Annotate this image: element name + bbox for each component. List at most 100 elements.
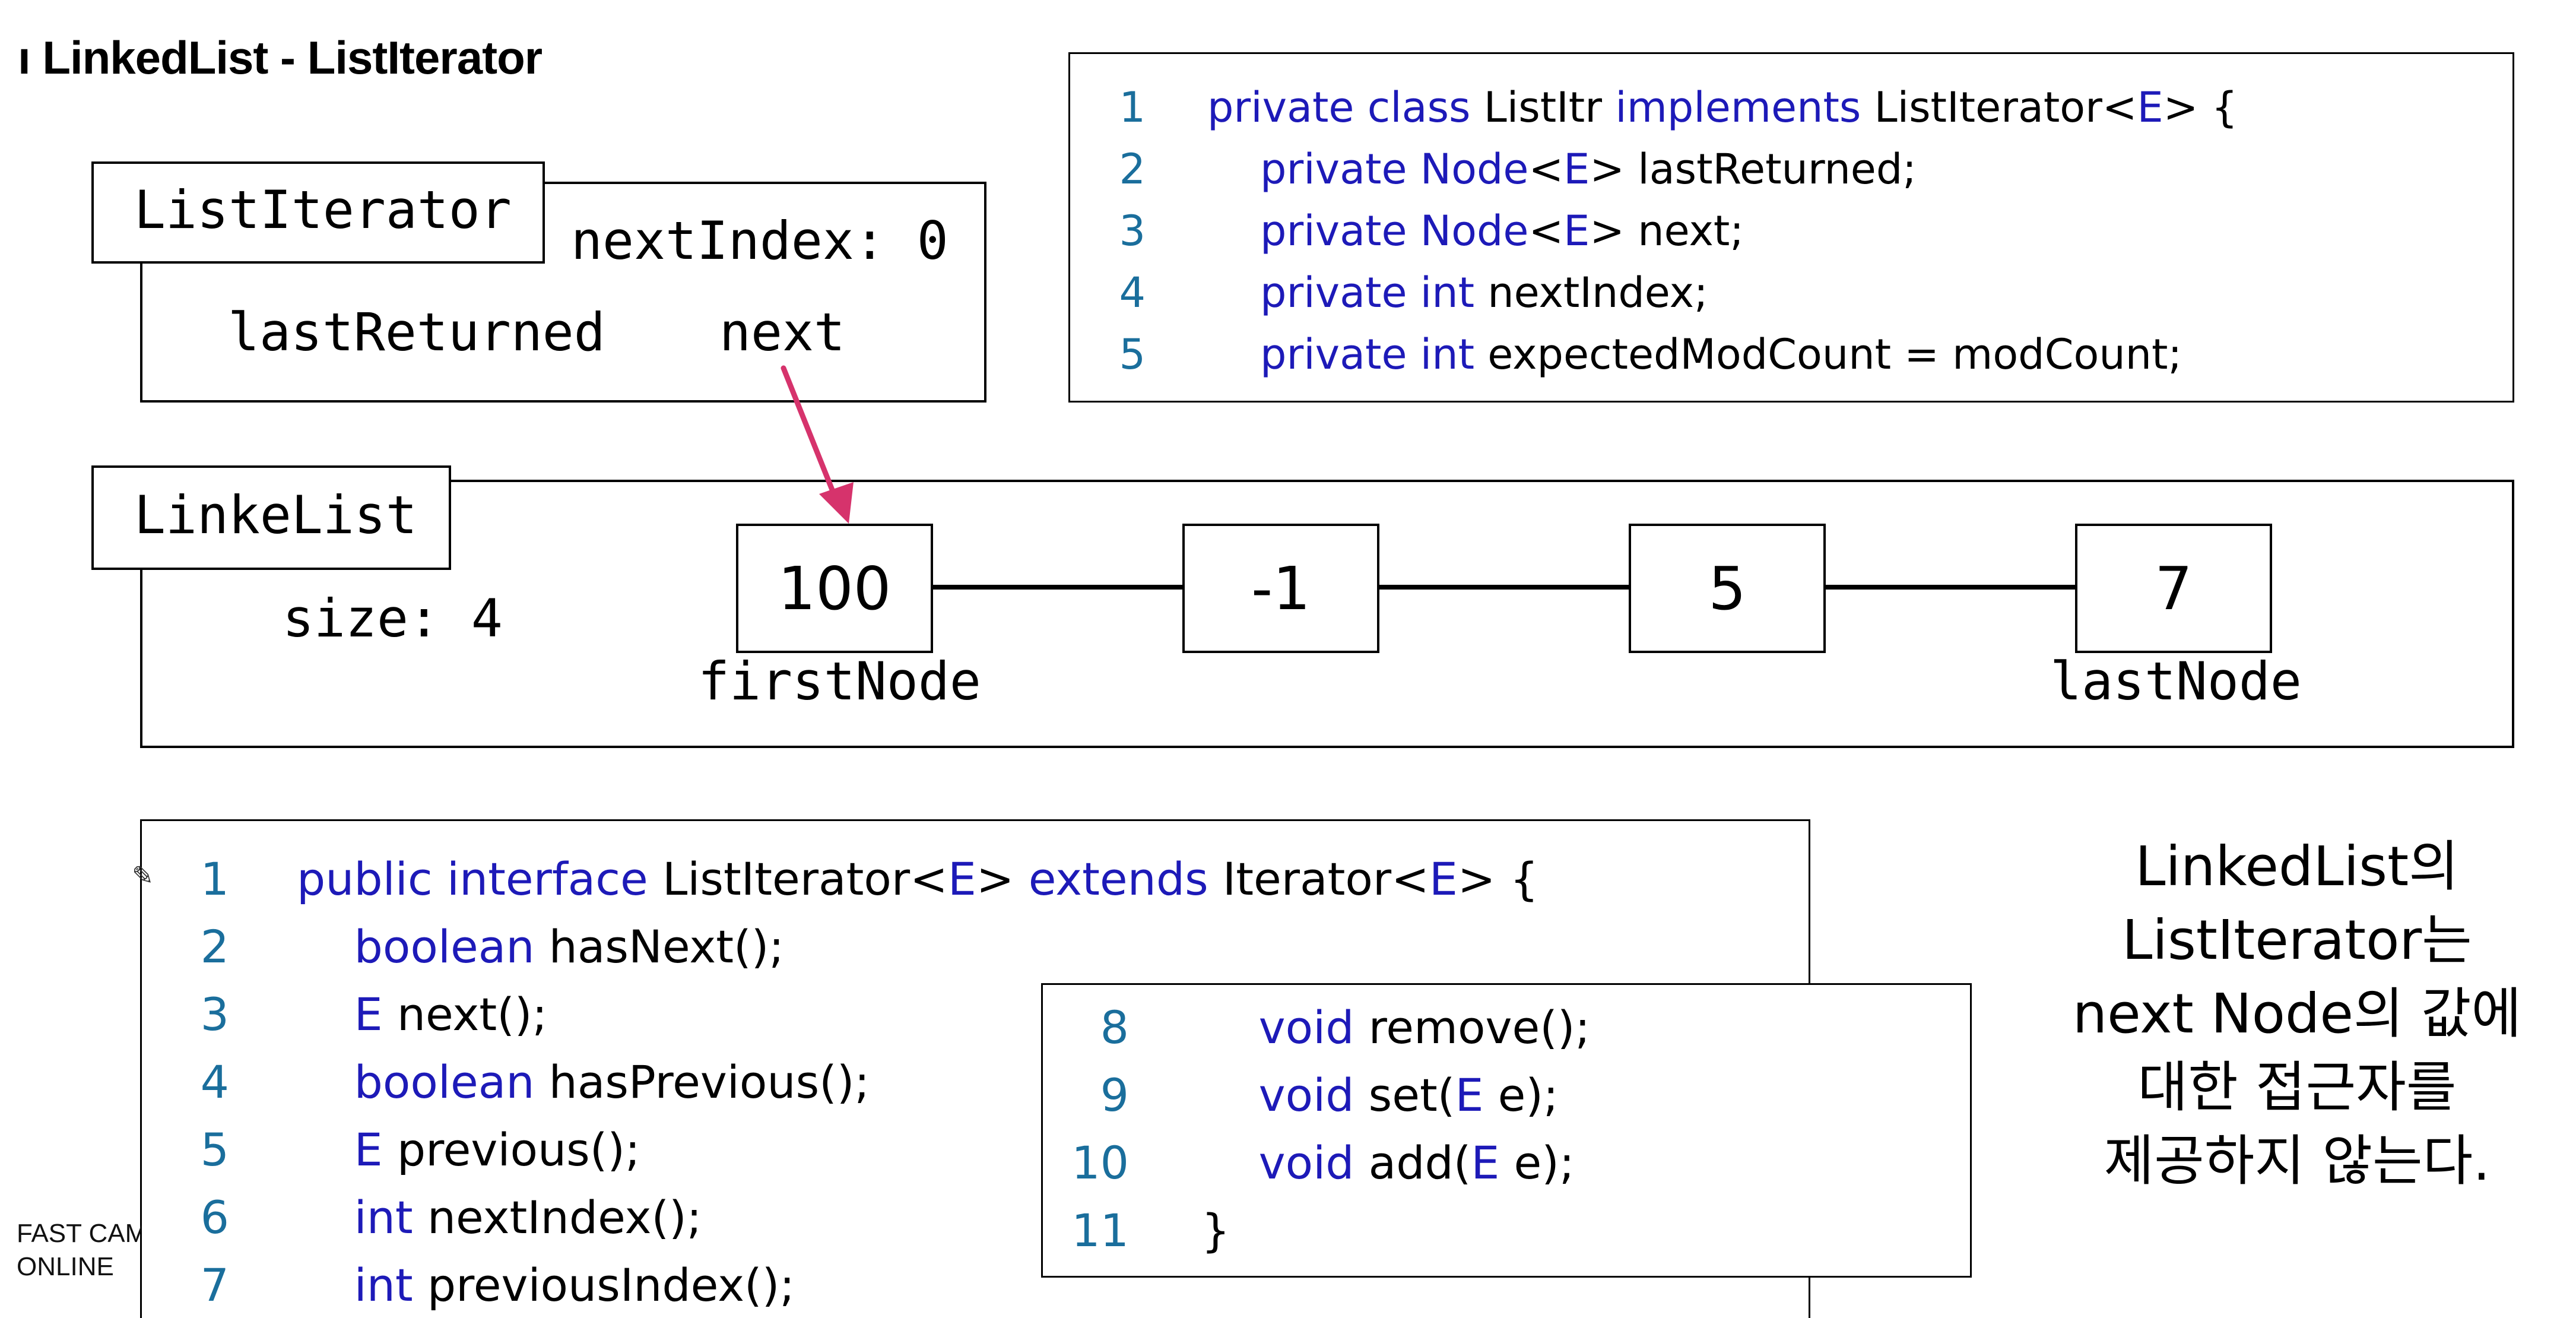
page-title: ı LinkedList - ListIterator: [18, 31, 543, 84]
code-line: int nextIndex();: [297, 1191, 702, 1244]
code-token: [297, 1123, 354, 1176]
code-token: [297, 988, 354, 1041]
code-keyword: private class: [1207, 83, 1484, 132]
code-line: private Node<E> next;: [1207, 207, 1744, 255]
code-keyword: E: [1563, 207, 1590, 255]
code-keyword: private: [1260, 207, 1420, 255]
code-keyword: implements: [1615, 83, 1874, 132]
line-number: 11: [1071, 1204, 1129, 1257]
code-keyword: public interface: [297, 853, 662, 905]
code-line: E next();: [297, 988, 547, 1041]
code-line: E previous();: [297, 1123, 640, 1176]
code-keyword: Node: [1420, 207, 1529, 255]
code-keyword: void: [1258, 1136, 1369, 1189]
code-line: boolean hasNext();: [297, 920, 784, 973]
code-line: }: [1201, 1204, 1230, 1257]
list-node: 7: [2075, 524, 2272, 653]
code-keyword: private int: [1260, 268, 1488, 317]
code-token: ListItr: [1483, 83, 1616, 132]
iterator-label-box: [91, 161, 545, 264]
code-token: > {: [2163, 83, 2238, 132]
code-token: }: [1201, 1204, 1230, 1257]
code-token: Iterator<: [1222, 853, 1429, 905]
line-number: 3: [200, 988, 229, 1041]
list-node: 100: [736, 524, 933, 653]
code-token: ListIterator<: [1874, 83, 2137, 132]
explanation-note: LinkedList의 ListIterator는 next Node의 값에 …: [2000, 830, 2576, 1198]
code-token: <: [1528, 207, 1564, 255]
node-connector: [1823, 585, 2075, 590]
next-field: next: [719, 302, 845, 363]
last-node-label: lastNode: [2050, 651, 2302, 712]
line-number: 8: [1100, 1001, 1129, 1054]
code-token: add(: [1368, 1136, 1471, 1189]
code-token: <: [1528, 145, 1564, 194]
code-token: ListIterator<: [662, 853, 948, 905]
code-keyword: boolean: [354, 920, 549, 973]
code-keyword: void: [1258, 1001, 1369, 1054]
line-number: 4: [200, 1056, 229, 1108]
code-token: next();: [396, 988, 548, 1041]
code-token: e);: [1498, 1069, 1559, 1121]
code-keyword: private: [1260, 145, 1420, 194]
list-node: 5: [1629, 524, 1826, 653]
code-token: e);: [1514, 1136, 1575, 1189]
code-keyword: void: [1258, 1069, 1369, 1121]
code-token: [1201, 1136, 1259, 1189]
code-token: [297, 1259, 354, 1311]
code-keyword: E: [354, 1123, 397, 1176]
code-keyword: extends: [1028, 853, 1223, 905]
code-line: int previousIndex();: [297, 1259, 795, 1311]
code-token: hasPrevious();: [548, 1056, 870, 1108]
line-number: 1: [200, 853, 229, 905]
size-label: size: 4: [283, 588, 503, 649]
code-token: previous();: [396, 1123, 640, 1176]
line-number: 5: [1119, 330, 1146, 379]
code-token: previousIndex();: [427, 1259, 795, 1311]
code-keyword: E: [2137, 83, 2163, 132]
code-line: private Node<E> lastReturned;: [1207, 145, 1917, 194]
iterator-label: ListIterator: [134, 179, 512, 240]
code-token: > next;: [1590, 207, 1744, 255]
linked-list-label-box: [91, 465, 451, 570]
code-keyword: int: [354, 1191, 427, 1244]
code-token: > {: [1457, 853, 1539, 905]
line-number: 2: [1119, 145, 1146, 194]
line-number: 9: [1100, 1069, 1129, 1121]
code-keyword: int: [354, 1259, 427, 1311]
code-token: set(: [1368, 1069, 1455, 1121]
code-token: [1201, 1069, 1259, 1121]
code-token: [1207, 207, 1260, 255]
code-token: hasNext();: [548, 920, 784, 973]
code-token: [1207, 268, 1260, 317]
line-number: 2: [200, 920, 229, 973]
code-keyword: Node: [1420, 145, 1529, 194]
line-number: 10: [1071, 1136, 1129, 1189]
listiterator-continued-code-box: [1041, 983, 1972, 1278]
line-number: 5: [200, 1123, 229, 1176]
code-token: nextIndex;: [1487, 268, 1708, 317]
listitr-code-box: [1068, 52, 2514, 403]
node-connector: [931, 585, 1182, 590]
note-line: 대한 접근자를: [2137, 1056, 2457, 1119]
pencil-icon: ✎: [132, 861, 154, 891]
note-line: ListIterator는: [2122, 908, 2472, 972]
code-keyword: E: [947, 853, 976, 905]
next-index-label: nextIndex: 0: [571, 210, 948, 271]
code-token: >: [976, 853, 1029, 905]
code-token: [297, 1056, 354, 1108]
code-token: remove();: [1368, 1001, 1591, 1054]
next-pointer-arrow: [781, 365, 854, 524]
code-token: expectedModCount = modCount;: [1487, 330, 2182, 379]
note-line: 제공하지 않는다.: [2104, 1129, 2491, 1193]
first-node-label: firstNode: [698, 651, 981, 712]
code-token: [297, 1191, 354, 1244]
note-line: LinkedList의: [2135, 835, 2459, 898]
code-keyword: private int: [1260, 330, 1488, 379]
code-line: public interface ListIterator<E> extends…: [297, 853, 1538, 905]
code-token: [1207, 145, 1260, 194]
code-keyword: E: [354, 988, 397, 1041]
last-returned-field: lastReturned: [228, 302, 605, 363]
linked-list-label: LinkeList: [134, 484, 417, 546]
line-number: 1: [1119, 83, 1146, 132]
